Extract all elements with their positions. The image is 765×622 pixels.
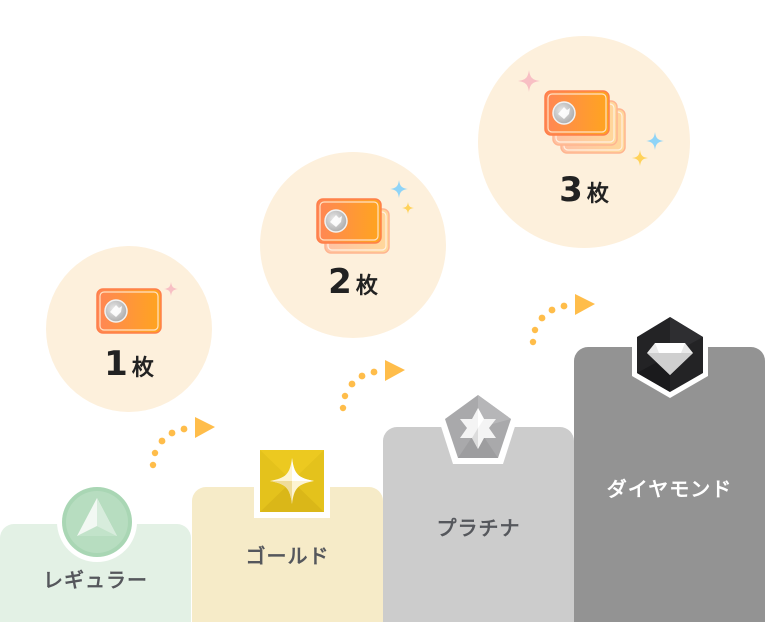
diamond-gem-icon [632,312,708,398]
sparkle-icon [390,180,408,198]
six-point-star-gem-icon [438,388,518,464]
rank-gold: ゴールド [192,487,383,622]
rank-label: プラチナ [436,516,521,540]
four-point-star-gem-icon [254,446,330,518]
rank-label: ダイヤモンド [606,477,733,501]
rank-label: ゴールド [245,544,330,568]
sparkle-icon [164,282,178,296]
ticket-card-icon [316,198,382,244]
dotted-arrow-icon [140,405,220,475]
dotted-arrow-icon [330,348,410,418]
triangle-gem-icon [57,482,137,562]
sparkle-icon [632,150,648,166]
rank-label: レギュラー [43,568,148,592]
sparkle-icon [518,70,540,92]
sparkle-icon [402,202,414,214]
sparkle-icon [646,132,664,150]
ticket-card-icon [544,90,610,136]
ticket-card-icon [96,288,162,334]
dotted-arrow-icon [520,282,600,352]
rank-diamond: ダイヤモンド [574,347,765,622]
